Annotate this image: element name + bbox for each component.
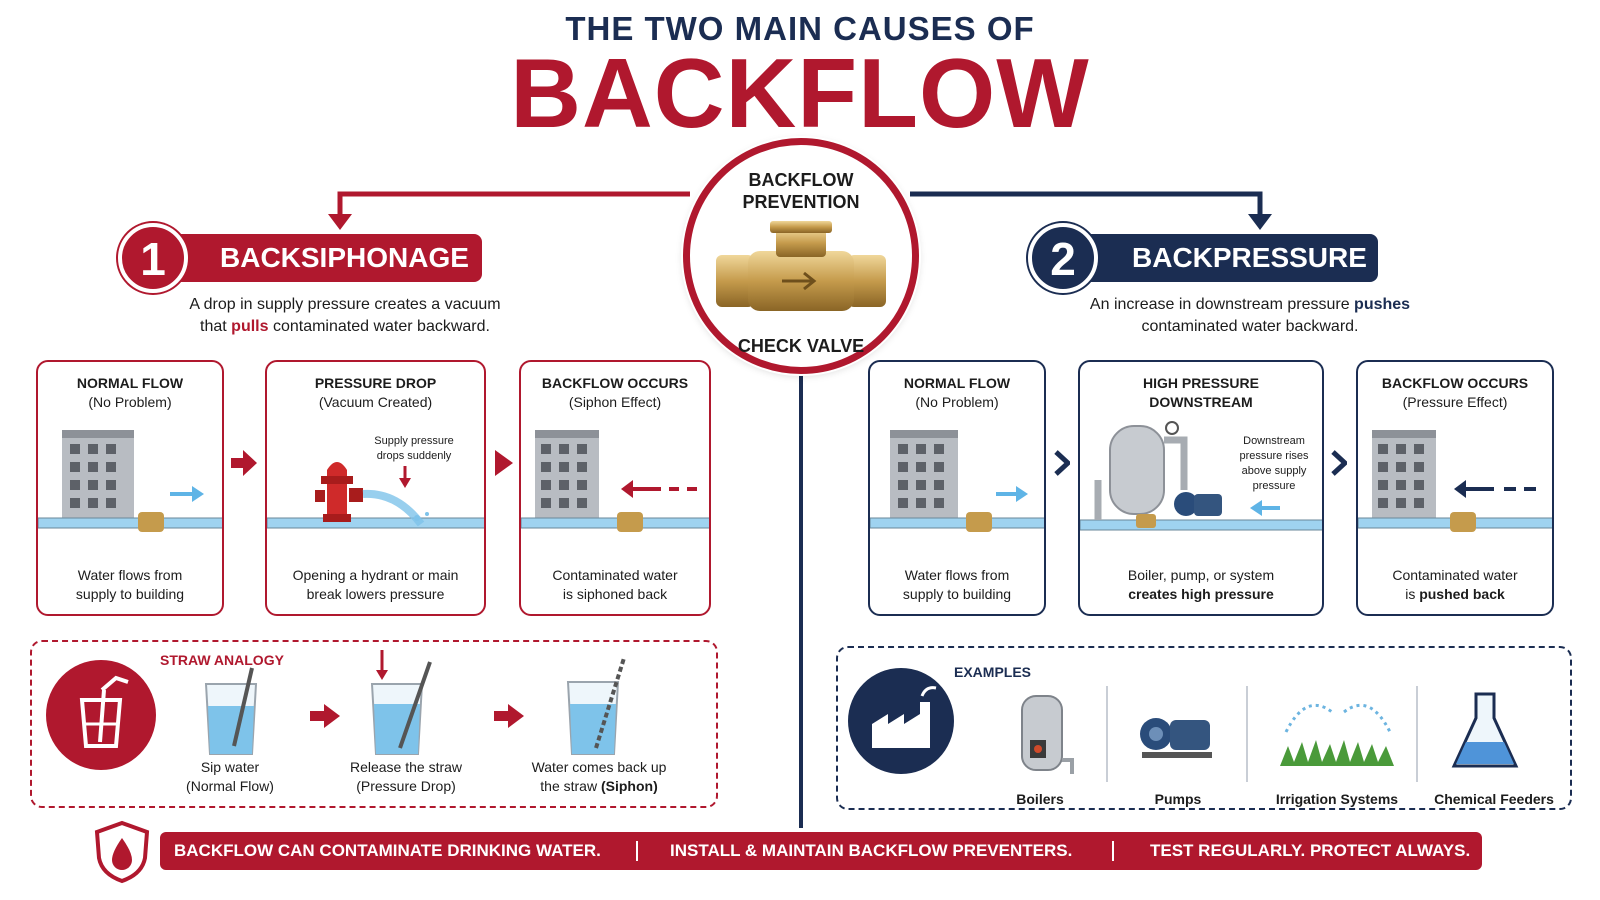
intro-emphasis: pulls — [231, 318, 269, 335]
building-pipe-illustration — [38, 430, 222, 532]
arrow-right-icon — [495, 450, 513, 476]
intro-text: contaminated water backward. — [268, 318, 490, 335]
boiler-icon — [1021, 695, 1074, 774]
divider — [1112, 841, 1114, 861]
straw-analogy-box — [30, 640, 718, 808]
backpressure-title: BACKPRESSURE — [1080, 234, 1378, 282]
backsiphonage-title: BACKSIPHONAGE — [168, 234, 482, 282]
glass-straw-released-icon — [370, 650, 432, 755]
example-chemical-feeders: Chemical Feeders — [1434, 791, 1554, 807]
intro-line-1: A drop in supply pressure creates a vacu… — [189, 296, 501, 313]
panel-backflow-occurs-pressure: BACKFLOW OCCURS(Pressure Effect) Contami… — [1356, 360, 1554, 616]
example-pumps: Pumps — [1154, 791, 1202, 807]
intro-text: An increase in downstream pressure — [1089, 296, 1355, 313]
main-title: BACKFLOW — [510, 38, 1090, 148]
arrow-right-icon — [310, 704, 340, 728]
factory-icon — [848, 668, 954, 774]
glass-straw-icon — [204, 667, 258, 755]
intro-emphasis: pushes — [1354, 296, 1411, 313]
glass-siphon-icon — [566, 657, 626, 755]
arrow-right-icon — [231, 450, 257, 476]
backpressure-intro: An increase in downstream pressure pushe… — [1040, 294, 1460, 338]
badge-line2: PREVENTION — [742, 192, 860, 212]
section-number-2: 2 — [1028, 223, 1098, 293]
backflow-prevention-badge: BACKFLOW PREVENTION CHECK VALVE — [683, 138, 919, 374]
irrigation-sprinkler-icon — [1280, 703, 1394, 766]
building-pipe-illustration — [521, 430, 709, 532]
panel-normal-flow-left: NORMAL FLOW(No Problem) Water flows from… — [36, 360, 224, 616]
chevron-right-icon — [1054, 450, 1070, 476]
example-irrigation: Irrigation Systems — [1275, 791, 1399, 807]
boiler-pump-illustration — [1080, 421, 1322, 531]
panel-heading: NORMAL FLOW(No Problem) — [903, 375, 1011, 410]
straw-step-1: Sip water(Normal Flow) — [186, 759, 274, 794]
examples-title: EXAMPLES — [954, 664, 1032, 680]
panel-heading: BACKFLOW OCCURS(Siphon Effect) — [541, 375, 689, 410]
arrow-right-icon — [494, 704, 524, 728]
divider — [1416, 686, 1418, 782]
shield-drop-icon — [94, 820, 150, 884]
divider — [636, 841, 638, 861]
chevron-right-icon — [1331, 450, 1347, 476]
drink-cup-icon — [46, 660, 156, 770]
panel-heading: PRESSURE DROP(Vacuum Created) — [314, 375, 437, 410]
intro-line-2: that pulls contaminated water backward. — [140, 316, 550, 338]
chemical-flask-icon — [1451, 692, 1519, 768]
divider — [1106, 686, 1108, 782]
hydrant-illustration — [267, 462, 484, 529]
pump-icon — [1140, 718, 1212, 758]
panel-backflow-occurs-siphon: BACKFLOW OCCURS(Siphon Effect) Contamina… — [519, 360, 711, 616]
title-top-line: THE TWO MAIN CAUSES OF — [565, 10, 1035, 47]
footer-banner: BACKFLOW CAN CONTAMINATE DRINKING WATER.… — [160, 832, 1482, 870]
building-pipe-illustration — [870, 430, 1044, 532]
section-number-1: 1 — [118, 223, 188, 293]
panel-normal-flow-right: NORMAL FLOW(No Problem) Water flows from… — [868, 360, 1046, 616]
backsiphonage-intro: A drop in supply pressure creates a vacu… — [140, 294, 550, 338]
intro-text: that — [200, 318, 232, 335]
footer-message-1: BACKFLOW CAN CONTAMINATE DRINKING WATER. — [174, 841, 601, 860]
straw-analogy-title: STRAW ANALOGY — [160, 652, 284, 668]
examples-box — [836, 646, 1572, 810]
divider — [1246, 686, 1248, 782]
badge-line1: BACKFLOW — [748, 170, 854, 190]
badge-bottom: CHECK VALVE — [737, 336, 865, 356]
building-pipe-illustration — [1358, 430, 1552, 532]
intro-line-1: An increase in downstream pressure pushe… — [1040, 294, 1460, 316]
panel-heading: BACKFLOW OCCURS(Pressure Effect) — [1381, 375, 1529, 410]
intro-line-2: contaminated water backward. — [1141, 318, 1359, 335]
footer-message-2: INSTALL & MAINTAIN BACKFLOW PREVENTERS. — [670, 841, 1073, 860]
footer-message-3: TEST REGULARLY. PROTECT ALWAYS. — [1150, 841, 1471, 860]
example-boilers: Boilers — [1016, 791, 1064, 807]
straw-step-2: Release the straw(Pressure Drop) — [349, 759, 463, 794]
panel-heading: NORMAL FLOW(No Problem) — [76, 375, 184, 410]
panel-pressure-drop: PRESSURE DROP(Vacuum Created) Supply pre… — [265, 360, 486, 616]
check-valve-icon — [716, 221, 886, 311]
